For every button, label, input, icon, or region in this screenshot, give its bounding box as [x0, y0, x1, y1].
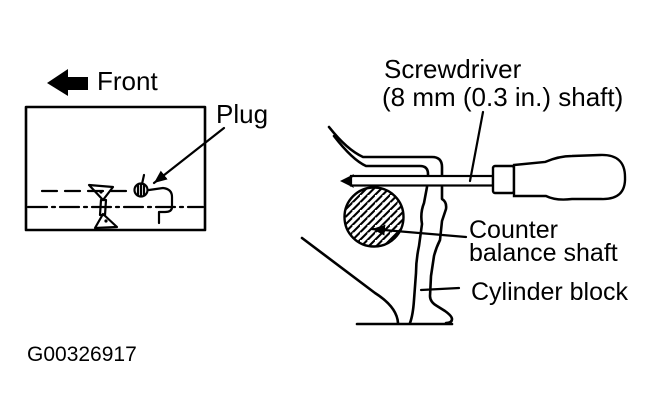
left-arrow-icon [47, 69, 88, 96]
balance-shaft-gear-symbol [87, 183, 119, 230]
cylinder-block-leader-line [419, 286, 461, 292]
screwdriver-handle [512, 153, 627, 201]
front-label: Front [97, 66, 158, 96]
plug-boss-contour [147, 186, 174, 225]
engine-top-view [24, 69, 226, 232]
engine-outline-box [24, 105, 207, 232]
figure-code: G00326917 [27, 343, 137, 366]
counter-balance-label-line1: Counter [469, 216, 558, 244]
screwdriver-label-line2: (8 mm (0.3 in.) shaft) [382, 82, 623, 112]
cylinder-block-wall-right [428, 185, 454, 325]
plug-symbol [133, 173, 149, 198]
block-flange-outer [327, 125, 444, 179]
screwdriver-ferrule [491, 164, 516, 195]
screwdriver-leader-line [468, 110, 485, 183]
block-diagonal-contour [300, 236, 400, 325]
counter-balance-shaft-end [343, 186, 405, 248]
cylinder-block-label: Cylinder block [471, 278, 629, 306]
counter-balance-leader-arrow [370, 224, 468, 239]
plug-label: Plug [216, 99, 268, 129]
cylinder-block-section-view [300, 125, 454, 326]
block-flange-inner [332, 134, 430, 179]
plug-leader-arrow [152, 126, 226, 185]
screwdriver-label-line1: Screwdriver [384, 54, 522, 84]
screwdriver-tip [340, 174, 354, 188]
counter-balance-label-line2: balance shaft [469, 239, 618, 267]
cylinder-block-wall-left [408, 185, 429, 325]
screwdriver [340, 153, 627, 201]
